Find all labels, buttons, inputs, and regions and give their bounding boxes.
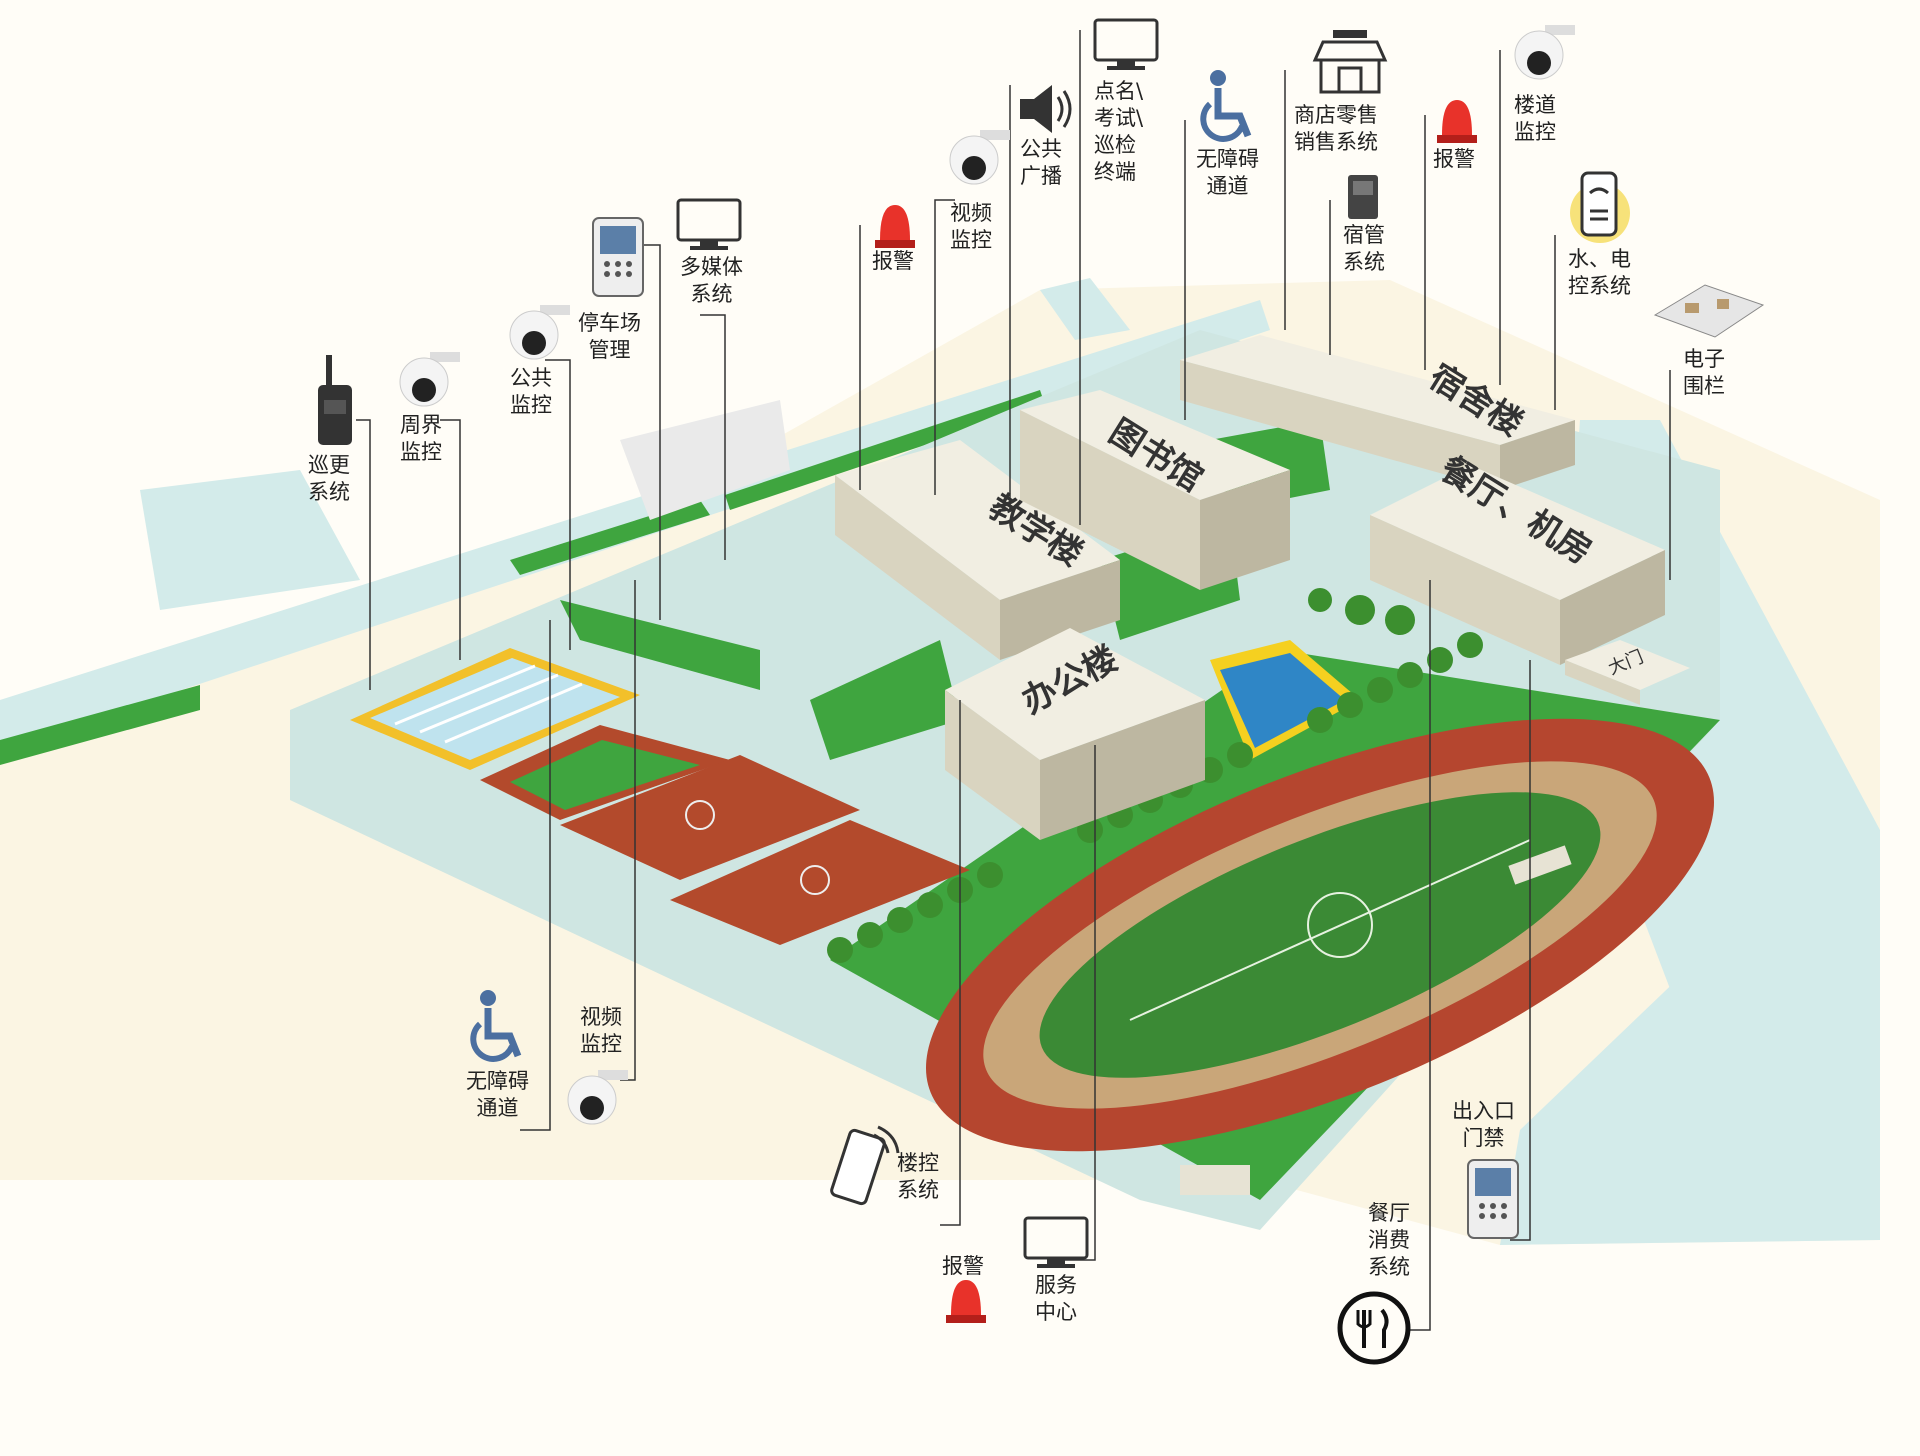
- label-alarm-top: 报警: [872, 249, 914, 273]
- stadium: [925, 718, 1715, 1152]
- label-dorm-management: 宿管 系统: [1343, 223, 1385, 274]
- swimming-pool: [350, 648, 640, 770]
- building-teaching: 教学楼: [835, 440, 1120, 660]
- label-shop-retail-system: 商店零售 销售系统: [1294, 103, 1378, 154]
- building-gate: 大门: [1565, 640, 1690, 705]
- label-alarm-bottom: 报警: [942, 1254, 984, 1278]
- label-accessible-passage-top: 无障碍 通道: [1196, 147, 1259, 198]
- label-multimedia-system: 多媒体 系统: [680, 255, 743, 306]
- label-parking-management: 停车场 管理: [578, 311, 641, 362]
- utility-control-icon: [1570, 171, 1630, 243]
- wheelchair-icon-bottom: [470, 990, 522, 1062]
- label-service-center: 服务 中心: [1035, 1273, 1077, 1324]
- label-patrol-system: 巡更 系统: [308, 453, 350, 504]
- label-video-monitoring-top: 视频 监控: [950, 201, 992, 252]
- label-rollcall-terminal: 点名\ 考试\ 巡检 终端: [1094, 79, 1144, 184]
- label-video-monitoring-bottom: 视频 监控: [580, 1005, 622, 1056]
- alarm-icon-right: [1437, 100, 1477, 143]
- camera-icon-stairwell: [1514, 25, 1575, 80]
- shop-icon: [1312, 30, 1388, 94]
- label-perimeter-monitoring: 周界 监控: [400, 413, 442, 464]
- label-entry-access-control: 出入口 门禁: [1452, 1099, 1515, 1150]
- label-electronic-fence: 电子 围栏: [1683, 347, 1725, 398]
- label-public-monitoring: 公共 监控: [510, 366, 552, 417]
- wheelchair-icon-top: [1200, 70, 1252, 142]
- camera-icon-video-top: [949, 130, 1010, 185]
- monitor-icon-multimedia: [676, 198, 742, 250]
- tree-rows: [827, 588, 1483, 963]
- camera-icon-video-bottom: [567, 1070, 628, 1125]
- alarm-icon-bottom: [946, 1280, 986, 1323]
- label-public-broadcast: 公共 广播: [1020, 137, 1062, 188]
- camera-icon-perimeter: [399, 352, 460, 407]
- alarm-icon-top: [875, 205, 915, 248]
- building-office: 办公楼: [945, 628, 1205, 840]
- dining-icon: [1337, 1291, 1411, 1365]
- camera-icon-public: [509, 305, 570, 360]
- remote-control-icon: [830, 1125, 900, 1206]
- building-canteen: 餐厅、机房: [1370, 449, 1665, 665]
- monitor-icon-service: [1023, 1216, 1089, 1268]
- label-stairwell-monitoring: 楼道 监控: [1514, 93, 1556, 144]
- label-canteen-payment: 餐厅 消费 系统: [1368, 1201, 1410, 1279]
- label-building-control: 楼控 系统: [897, 1151, 939, 1202]
- radio-icon: [318, 355, 352, 445]
- monitor-icon-rollcall: [1093, 18, 1159, 70]
- access-terminal-icon-entry: [1467, 1159, 1519, 1239]
- label-accessible-passage-bottom: 无障碍 通道: [466, 1069, 529, 1120]
- fence-icon: [1653, 284, 1765, 338]
- dorm-terminal-icon: [1348, 175, 1378, 219]
- label-alarm-right: 报警: [1433, 147, 1475, 171]
- label-utility-control: 水、电 控系统: [1568, 247, 1631, 298]
- access-terminal-icon-parking: [592, 217, 644, 297]
- speaker-icon: [1020, 85, 1072, 133]
